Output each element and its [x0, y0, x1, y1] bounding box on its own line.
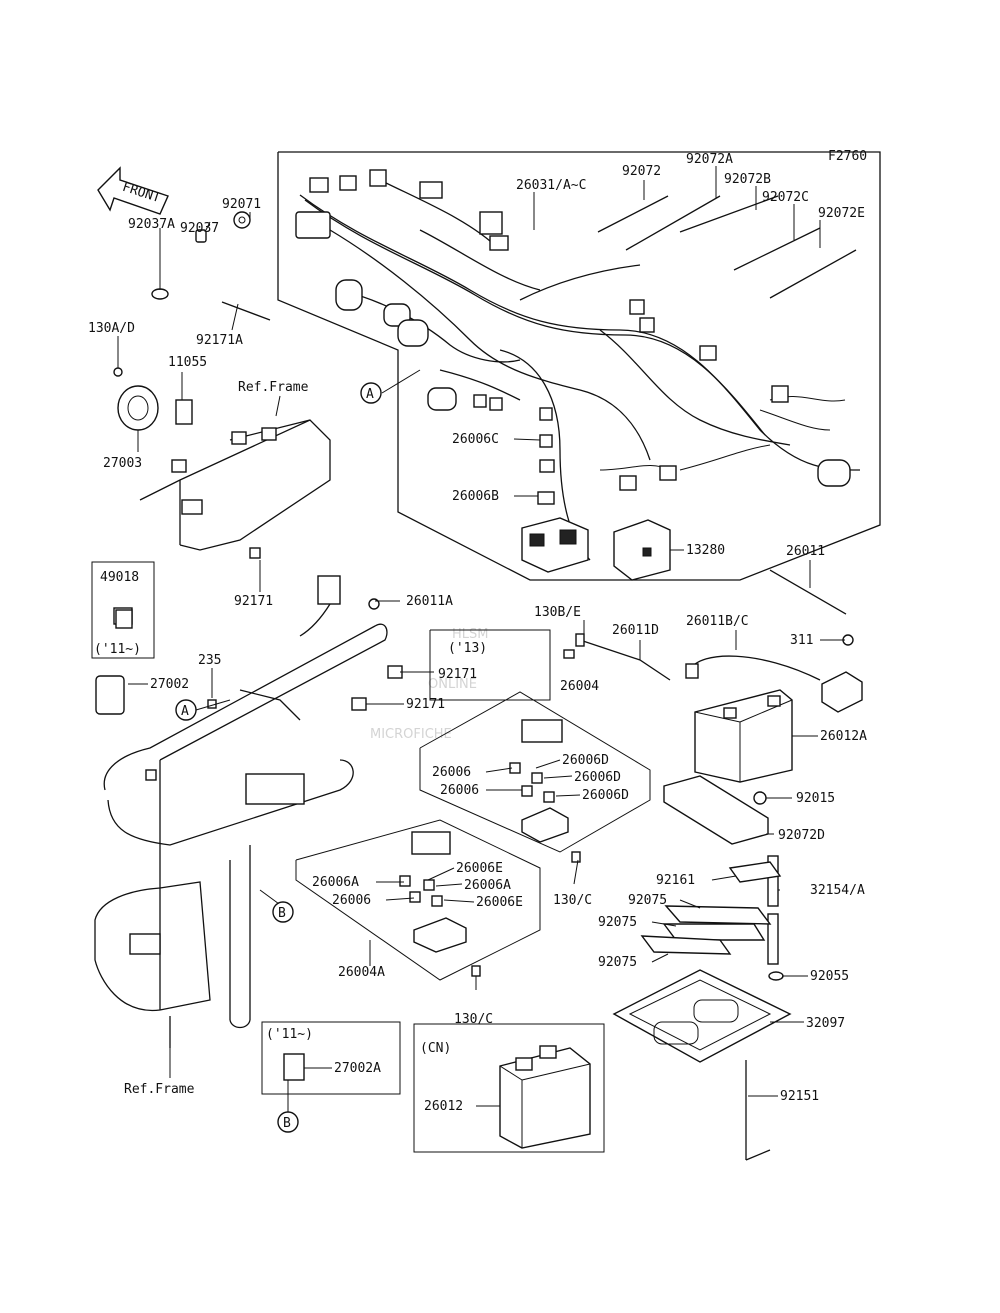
leader-lines — [117, 166, 845, 1112]
callout-b-mid: B — [272, 901, 294, 923]
label-13-note: ('13) — [448, 641, 487, 656]
label-26006-3: 26006 — [332, 893, 371, 908]
label-26011D: 26011D — [612, 623, 659, 638]
label-92171: 92171 — [234, 594, 273, 609]
svg-text:A: A — [366, 387, 374, 402]
group-13-box — [429, 629, 551, 701]
label-26006-1: 26006 — [432, 765, 471, 780]
label-26004: 26004 — [560, 679, 599, 694]
label-92072D: 92072D — [778, 828, 825, 843]
label-92015: 92015 — [796, 791, 835, 806]
callout-a-top: A — [360, 382, 382, 404]
label-26006A-2: 26006A — [464, 878, 511, 893]
label-92161: 92161 — [656, 873, 695, 888]
label-26006D-1: 26006D — [562, 753, 609, 768]
fuse-box-26004A — [399, 831, 481, 977]
battery-26012A — [563, 569, 863, 1161]
watermark-line-1: HLSM — [452, 627, 489, 642]
cn-battery-box — [413, 1023, 605, 1153]
label-92075-2: 92075 — [598, 915, 637, 930]
label-92072E: 92072E — [818, 206, 865, 221]
callout-b-box: B — [277, 1111, 299, 1133]
label-130C-1: 130/C — [553, 893, 592, 908]
main-harness-illustration — [295, 169, 861, 581]
svg-text:A: A — [181, 704, 189, 719]
group-26004A — [295, 819, 541, 981]
label-26006D-2: 26006D — [574, 770, 621, 785]
label-26011A: 26011A — [406, 594, 453, 609]
watermark-line-2: ONLINE — [428, 677, 477, 692]
label-26031: 26031/A~C — [516, 178, 586, 193]
upper-frame-illustration — [139, 419, 331, 559]
label-13280: 13280 — [686, 543, 725, 558]
label-26006E-2: 26006E — [476, 895, 523, 910]
label-27002A: 27002A — [334, 1061, 381, 1076]
label-26006C: 26006C — [452, 432, 499, 447]
label-26006B: 26006B — [452, 489, 499, 504]
label-92037A: 92037A — [128, 217, 175, 232]
label-130A-D: 130A/D — [88, 321, 135, 336]
lower-frame-illustration — [94, 623, 388, 1048]
label-92072B: 92072B — [724, 172, 771, 187]
watermark: HLSM ONLINE MICROFICHE — [370, 627, 489, 742]
relay-27002A-box — [261, 1021, 401, 1095]
label-235: 235 — [198, 653, 221, 668]
label-92151: 92151 — [780, 1089, 819, 1104]
label-92075-3: 92075 — [598, 955, 637, 970]
svg-text:B: B — [283, 1116, 291, 1131]
label-311: 311 — [790, 633, 813, 648]
front-arrow-icon: FRONT — [97, 166, 169, 215]
cable-ties — [597, 195, 857, 299]
horn-assembly — [113, 211, 271, 431]
harness-boundary — [277, 151, 881, 581]
label-130C-2: 130/C — [454, 1012, 493, 1027]
label-26006A-1: 26006A — [312, 875, 359, 890]
label-92171-b: 92171 — [438, 667, 477, 682]
label-ref-frame-top: Ref.Frame — [238, 380, 309, 395]
part-49018-box — [91, 561, 155, 659]
label-32097: 32097 — [806, 1016, 845, 1031]
label-26006-2: 26006 — [440, 783, 479, 798]
callout-a-bottom: A — [175, 699, 197, 721]
label-27003: 27003 — [103, 456, 142, 471]
label-32154-A: 32154/A — [810, 883, 865, 898]
label-49018: 49018 — [100, 570, 139, 585]
label-130B-E: 130B/E — [534, 605, 581, 620]
label-26011B-C: 26011B/C — [686, 614, 749, 629]
label-92037: 92037 — [180, 221, 219, 236]
label-26006D-3: 26006D — [582, 788, 629, 803]
label-92072: 92072 — [622, 164, 661, 179]
group-26004 — [419, 691, 651, 853]
label-92072A: 92072A — [686, 152, 733, 167]
label-26012A: 26012A — [820, 729, 867, 744]
part-labels: 92071 92037 92037A 92171A 130A/D 11055 R… — [88, 152, 867, 1114]
label-92055: 92055 — [810, 969, 849, 984]
label-ref-frame-bottom: Ref.Frame — [124, 1082, 195, 1097]
label-92072C: 92072C — [762, 190, 809, 205]
label-49018-note: ('11~) — [94, 642, 141, 657]
label-27002: 27002 — [150, 677, 189, 692]
label-92171A: 92171A — [196, 333, 243, 348]
label-26011: 26011 — [786, 544, 825, 559]
label-26012: 26012 — [424, 1099, 463, 1114]
label-92075-1: 92075 — [628, 893, 667, 908]
label-92071: 92071 — [222, 197, 261, 212]
label-11055: 11055 — [168, 355, 207, 370]
label-11-note-b: ('11~) — [266, 1027, 313, 1042]
fuse-box-26004 — [509, 719, 581, 863]
diagram-code: F2760 — [828, 149, 867, 164]
label-26006E-1: 26006E — [456, 861, 503, 876]
label-cn: (CN) — [420, 1041, 451, 1056]
watermark-line-3: MICROFICHE — [370, 727, 452, 742]
label-92171-c: 92171 — [406, 697, 445, 712]
label-26004A: 26004A — [338, 965, 385, 980]
svg-text:B: B — [278, 906, 286, 921]
